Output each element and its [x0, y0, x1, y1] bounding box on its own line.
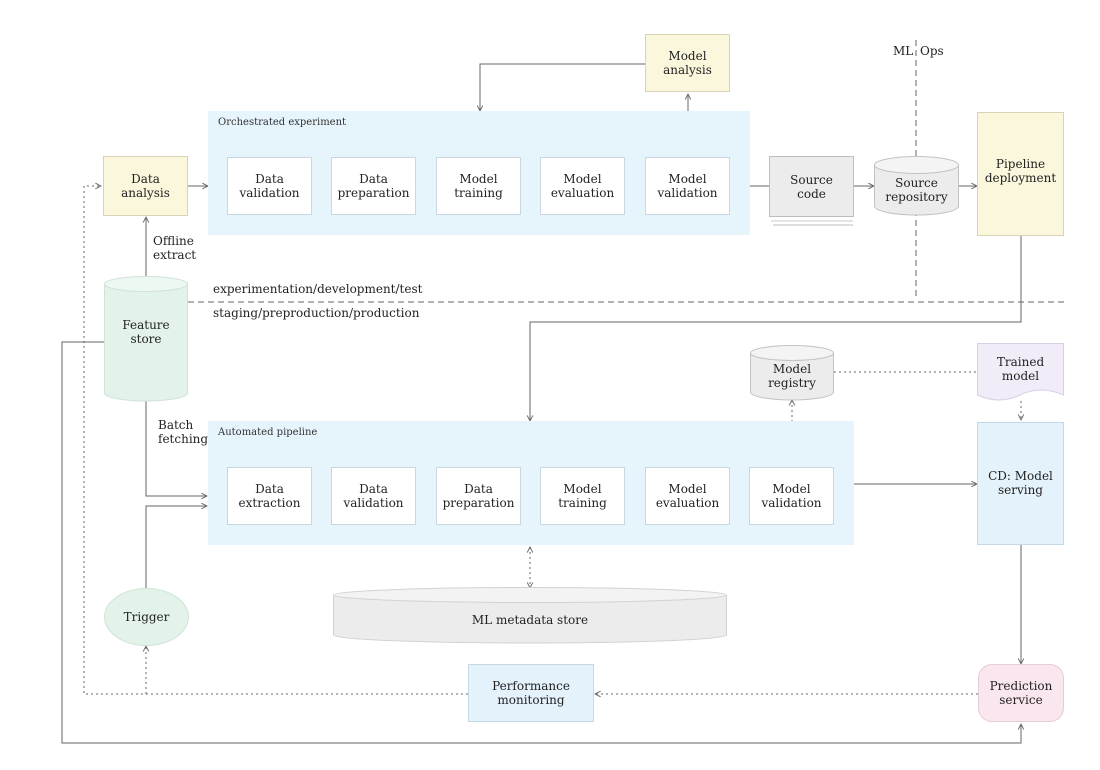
edge-feature-store-to-prediction	[61, 341, 1021, 744]
trained-model-shape	[977, 343, 1064, 401]
feature-store-node: Feature store	[122, 318, 170, 346]
pipe-step-data-extraction: Data extraction	[227, 467, 312, 525]
exp-step-model-validation: Model validation	[645, 157, 730, 215]
ml-metadata-store-node: ML metadata store	[471, 613, 589, 627]
edge-model-analysis-loop	[480, 63, 645, 111]
ml-label: ML	[893, 44, 914, 58]
environment-lower-label: staging/preproduction/production	[213, 306, 420, 320]
exp-step-model-evaluation: Model evaluation	[540, 157, 625, 215]
edge-deployment-to-pipeline	[530, 236, 1022, 421]
model-analysis-node: Model analysis	[645, 34, 730, 92]
exp-step-model-training: Model training	[436, 157, 521, 215]
source-code-shape	[769, 156, 854, 226]
source-repository-node: Source repository	[885, 176, 948, 204]
exp-step-data-preparation: Data preparation	[331, 157, 416, 215]
cd-model-serving-node: CD: Model serving	[977, 422, 1064, 545]
source-repository-shape	[874, 156, 959, 216]
automated-pipeline-panel: Automated pipeline	[208, 421, 854, 545]
model-registry-shape	[750, 345, 834, 401]
pipe-step-data-validation: Data validation	[331, 467, 416, 525]
data-analysis-node: Data analysis	[103, 156, 188, 216]
ops-label: Ops	[920, 44, 944, 58]
feature-store-shape	[104, 276, 188, 402]
trained-model-node: Trained model	[996, 355, 1045, 383]
model-registry-node: Model registry	[768, 362, 816, 390]
source-code-node: Source code	[790, 172, 833, 201]
offline-extract-label: Offline extract	[153, 234, 197, 262]
prediction-service-node: Prediction service	[978, 664, 1064, 722]
edge-monitoring-to-analysis	[83, 186, 468, 695]
orchestrated-experiment-title: Orchestrated experiment	[218, 117, 347, 128]
edge-trigger-to-pipeline	[145, 506, 207, 588]
pipe-step-model-training: Model training	[540, 467, 625, 525]
automated-pipeline-title: Automated pipeline	[218, 427, 318, 438]
pipeline-deployment-node: Pipeline deployment	[977, 112, 1064, 236]
environment-upper-label: experimentation/development/test	[213, 282, 423, 296]
exp-step-data-validation: Data validation	[227, 157, 312, 215]
pipe-step-data-preparation: Data preparation	[436, 467, 521, 525]
pipe-step-model-evaluation: Model evaluation	[645, 467, 730, 525]
ml-metadata-store-shape	[333, 587, 727, 644]
pipe-step-model-validation: Model validation	[749, 467, 834, 525]
trigger-node: Trigger	[104, 588, 189, 646]
batch-fetching-label: Batch fetching	[158, 418, 209, 446]
performance-monitoring-node: Performance monitoring	[468, 664, 594, 722]
edge-batch-fetching	[145, 400, 207, 496]
